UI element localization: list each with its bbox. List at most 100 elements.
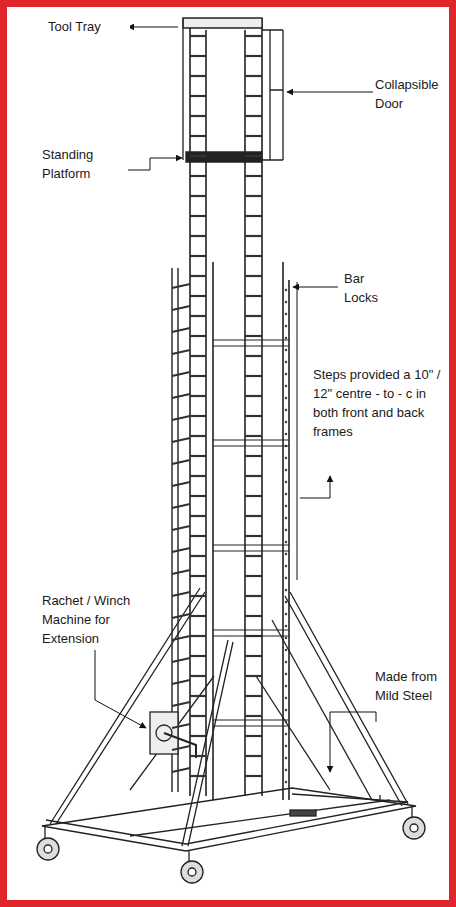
outrigger (272, 620, 372, 800)
lock-hole (285, 493, 287, 495)
ladder-drawing (37, 18, 425, 883)
lock-hole (285, 409, 287, 411)
rung (190, 215, 206, 217)
rung (245, 195, 262, 197)
rung (172, 658, 190, 662)
rung (172, 284, 190, 288)
lock-hole (285, 517, 287, 519)
rung (172, 416, 190, 420)
rung (190, 755, 206, 757)
wheel-hub (188, 868, 196, 876)
lock-hole (285, 625, 287, 627)
rung (245, 95, 262, 97)
rung (245, 495, 262, 497)
rung (172, 724, 190, 728)
lock-hole (285, 661, 287, 663)
lock-hole (285, 337, 287, 339)
rung (190, 635, 206, 637)
rung (190, 75, 206, 77)
rung (190, 655, 206, 657)
lock-hole (285, 325, 287, 327)
lock-hole (285, 613, 287, 615)
rung (245, 55, 262, 57)
wheel (37, 838, 59, 860)
rung (190, 375, 206, 377)
standing-platform (186, 152, 262, 162)
part-label: Standing Platform (40, 146, 128, 184)
lock-hole (285, 673, 287, 675)
rung (190, 115, 206, 117)
rung (190, 195, 206, 197)
lock-hole (285, 685, 287, 687)
rung (190, 175, 206, 177)
lock-hole (285, 721, 287, 723)
lock-hole (285, 301, 287, 303)
part-label: Bar Locks (342, 270, 398, 308)
rung (172, 768, 190, 772)
rung (172, 614, 190, 618)
rung (245, 595, 262, 597)
base-plate (290, 810, 316, 816)
rung (245, 775, 262, 777)
lock-hole (285, 397, 287, 399)
leader-line (95, 650, 146, 728)
base-frame-inner (46, 794, 408, 844)
rung (172, 636, 190, 640)
lock-hole (285, 589, 287, 591)
lock-hole (285, 361, 287, 363)
rung (190, 95, 206, 97)
rung (190, 275, 206, 277)
rung (245, 155, 262, 157)
leader-line (128, 27, 178, 28)
rung (190, 575, 206, 577)
note-text: Steps provided a 10" / 12" centre - to -… (311, 366, 449, 441)
rung (190, 495, 206, 497)
base-frame (42, 788, 416, 851)
rung (190, 435, 206, 437)
rung (245, 295, 262, 297)
red-frame (4, 4, 453, 904)
rung (245, 235, 262, 237)
rung (190, 515, 206, 517)
rung (245, 375, 262, 377)
lock-hole (285, 577, 287, 579)
rung (190, 735, 206, 737)
lock-hole (285, 733, 287, 735)
wheel (403, 817, 425, 839)
front-frame-stiles (213, 262, 289, 800)
lock-hole (285, 565, 287, 567)
rung (245, 315, 262, 317)
rung (172, 548, 190, 552)
wheel-hub (44, 845, 52, 853)
rung (245, 255, 262, 257)
leader-line (293, 287, 338, 288)
rung (245, 335, 262, 337)
rung (245, 215, 262, 217)
rung (190, 335, 206, 337)
rung (190, 315, 206, 317)
rung (172, 482, 190, 486)
lock-hole (285, 313, 287, 315)
cross-bars (213, 340, 289, 726)
lock-hole (285, 373, 287, 375)
rung (172, 592, 190, 596)
lock-hole (285, 469, 287, 471)
rung (245, 755, 262, 757)
rung (245, 75, 262, 77)
rung (172, 702, 190, 706)
bar-locks (285, 289, 287, 783)
rung (245, 515, 262, 517)
rung (172, 350, 190, 354)
lock-hole (285, 349, 287, 351)
rung (190, 55, 206, 57)
lock-hole (285, 385, 287, 387)
rung (245, 35, 262, 37)
rung (245, 535, 262, 537)
lock-hole (285, 457, 287, 459)
rung (190, 475, 206, 477)
rung (245, 355, 262, 357)
rung (172, 504, 190, 508)
lock-hole (285, 553, 287, 555)
lock-hole (285, 541, 287, 543)
lock-hole (285, 769, 287, 771)
